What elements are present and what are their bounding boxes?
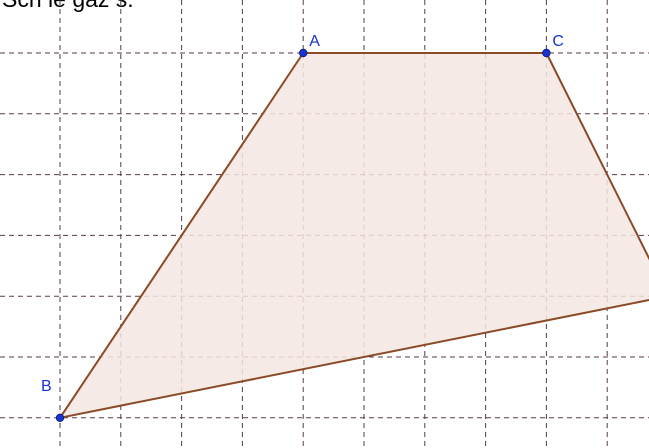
point-label-b: B	[41, 378, 52, 395]
point-c[interactable]	[542, 48, 551, 58]
point-a[interactable]	[299, 48, 308, 58]
points: ACDB	[41, 33, 564, 422]
top-instruction-text: Sch le gaz s.	[2, 0, 134, 12]
point-label-a: A	[309, 33, 320, 50]
quadrilateral-acdb[interactable]	[59, 52, 649, 419]
point-label-c: C	[552, 33, 564, 50]
point-b[interactable]	[55, 413, 65, 422]
